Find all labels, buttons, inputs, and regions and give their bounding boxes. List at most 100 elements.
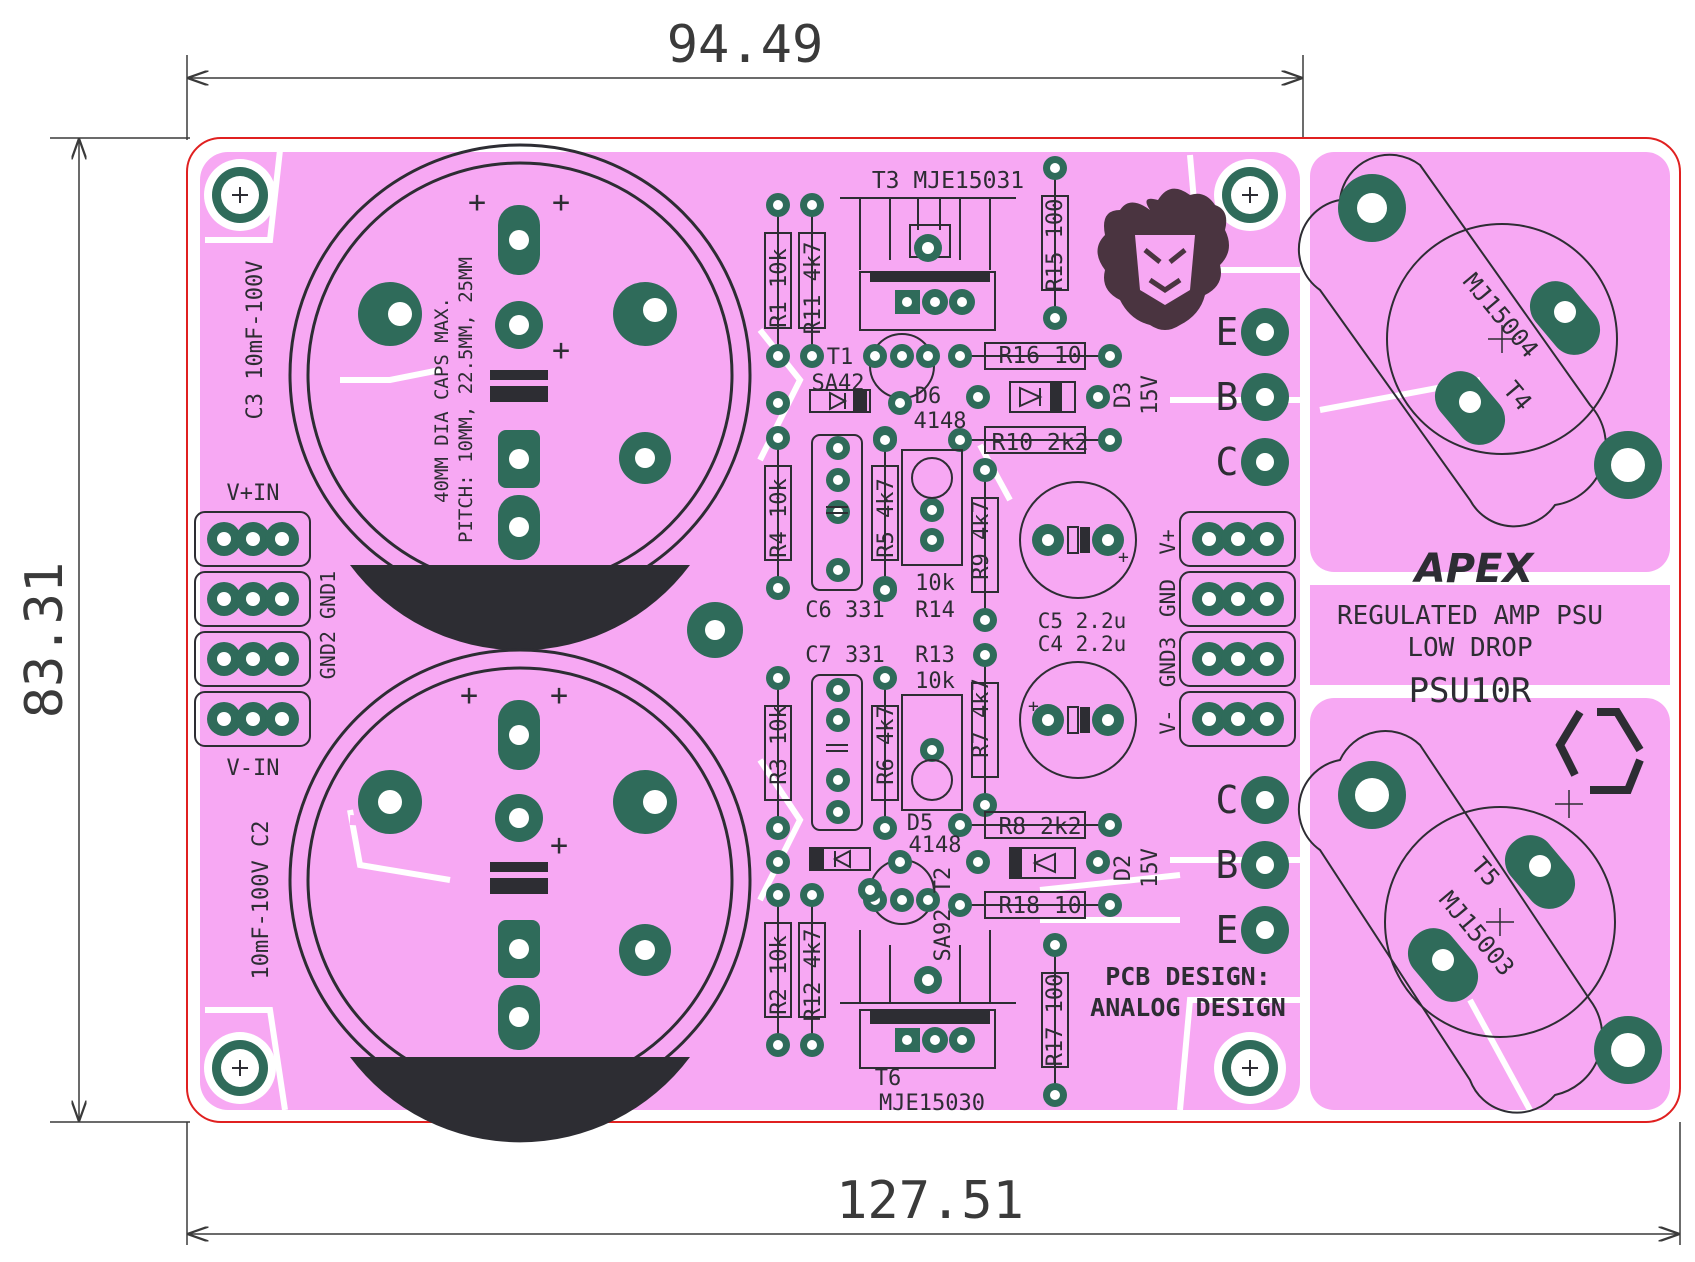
svg-text:+: + xyxy=(550,678,568,713)
resistor-group xyxy=(764,156,1122,1107)
r17-body xyxy=(1041,933,1069,1107)
transistor-t1: T1 SA42 xyxy=(812,333,940,399)
d5-value: 4148 xyxy=(909,833,962,858)
dimension-top-label: 94.49 xyxy=(667,15,824,75)
r18-label: R18 10 xyxy=(998,893,1081,919)
r8-body xyxy=(948,811,1122,839)
c2-label: 10mF-100V C2 xyxy=(249,821,274,980)
credits-line2: ANALOG DESIGN xyxy=(1090,993,1286,1022)
svg-text:+: + xyxy=(550,828,568,863)
r9-label: R9 4k7 xyxy=(969,500,994,579)
pin-top-c: C xyxy=(1216,440,1239,484)
copper-gaps xyxy=(205,149,1672,1112)
cap-note-2: PITCH: 10MM, 22.5MM, 25MM xyxy=(455,257,477,543)
d5-label: D5 xyxy=(907,811,934,836)
capacitor-c3: + + + xyxy=(288,143,752,651)
label-out-vneg: V- xyxy=(1156,709,1180,734)
dimension-left-label: 83.31 xyxy=(15,562,75,719)
r1-label: R1 10k xyxy=(767,248,792,327)
c6-label: C6 331 xyxy=(805,598,884,623)
svg-text:+: + xyxy=(1118,547,1129,568)
r6-label: R6 4k7 xyxy=(874,705,899,784)
r10-label: R10 2k2 xyxy=(992,430,1089,456)
r14-value: 10k xyxy=(915,571,955,596)
capacitor-c2: + + + xyxy=(288,648,752,1143)
brand-logo: APEX xyxy=(1412,546,1536,592)
c4-label: C4 2.2u xyxy=(1038,632,1127,656)
t3-label: T3 MJE15031 xyxy=(872,168,1024,194)
label-out-gnd3: GND3 xyxy=(1156,637,1180,688)
r1-body xyxy=(764,193,792,368)
r9-body xyxy=(971,458,999,632)
svg-text:+: + xyxy=(552,333,570,368)
pin-bottom-c: C xyxy=(1216,778,1239,822)
ebc-pads xyxy=(1241,308,1289,954)
cap-note-1: 40MM DIA CAPS MAX. xyxy=(431,297,453,503)
transistor-t3: T3 MJE15031 xyxy=(840,168,1024,331)
output-connectors xyxy=(1179,511,1296,747)
title-model: PSU10R xyxy=(1409,671,1532,711)
r13-value: 10k xyxy=(915,669,955,694)
capacitor-c7 xyxy=(811,674,863,831)
capacitor-pads xyxy=(358,205,743,1050)
pin-bottom-e: E xyxy=(1216,908,1239,952)
r18-body xyxy=(948,891,1122,919)
d6-value: 4148 xyxy=(914,409,967,434)
mounting-holes xyxy=(204,159,1286,1104)
r15-label: R15 100 xyxy=(1043,199,1068,292)
transistor-t6: T6 MJE15030 xyxy=(840,930,1016,1116)
r2-label: R2 10k xyxy=(767,935,792,1014)
t6-label: T6 xyxy=(875,1066,902,1091)
pin-top-b: B xyxy=(1216,375,1239,419)
r2-body xyxy=(764,883,792,1057)
trimmer-r14 xyxy=(901,449,963,566)
diode-d6 xyxy=(809,389,871,413)
transistor-t2: T2 SA92 xyxy=(863,859,956,962)
dimension-left: 83.31 xyxy=(15,137,190,1123)
r12-label: R12 4k7 xyxy=(801,929,826,1022)
r16-body xyxy=(948,342,1122,370)
input-connectors xyxy=(194,511,311,747)
title-line1: REGULATED AMP PSU xyxy=(1337,601,1603,631)
c7-label: C7 331 xyxy=(805,643,884,668)
r11-label: R11 4k7 xyxy=(801,242,826,335)
svg-text:+: + xyxy=(552,185,570,220)
r8-label: R8 2k2 xyxy=(998,814,1081,840)
copper-traces xyxy=(349,385,771,845)
svg-text:+: + xyxy=(1028,696,1039,717)
label-vin-neg: V-IN xyxy=(227,756,280,781)
diode-d2 xyxy=(1009,847,1076,879)
t1-label: T1 xyxy=(827,345,854,370)
d2-value: 15V xyxy=(1138,848,1163,888)
r7-label: R7 4k7 xyxy=(969,678,994,757)
c3-label: C3 10mF-100V xyxy=(243,261,268,420)
pin-bottom-b: B xyxy=(1216,843,1239,887)
capacitor-c6 xyxy=(811,434,863,591)
d3-label: D3 xyxy=(1111,382,1136,409)
diode-d3 xyxy=(1009,381,1076,413)
r3-label: R3 10k xyxy=(767,705,792,784)
r11-body xyxy=(798,193,826,368)
t2-value: SA92 xyxy=(931,909,956,962)
svg-text:+: + xyxy=(460,678,478,713)
lion-logo xyxy=(1097,188,1229,330)
svg-text:+: + xyxy=(468,185,486,220)
r5-label: R5 4k7 xyxy=(874,478,899,557)
credits-line1: PCB DESIGN: xyxy=(1105,962,1271,991)
t6-value: MJE15030 xyxy=(879,1091,985,1116)
capacitor-c4: + xyxy=(1019,661,1137,779)
capacitor-c5: + xyxy=(1019,481,1137,599)
diode-d5 xyxy=(809,847,871,871)
dimension-top: 94.49 xyxy=(186,15,1304,140)
r16-label: R16 10 xyxy=(998,343,1081,369)
pin-top-e: E xyxy=(1216,310,1239,354)
r12-body xyxy=(798,883,826,1057)
d3-value: 15V xyxy=(1138,375,1163,415)
dimension-bottom: 127.51 xyxy=(186,1122,1681,1245)
recycle-icon xyxy=(1555,708,1644,794)
c5-label: C5 2.2u xyxy=(1038,609,1127,633)
r15-body xyxy=(1041,156,1069,330)
r17-label: R17 100 xyxy=(1043,974,1068,1067)
dimension-bottom-label: 127.51 xyxy=(836,1171,1024,1231)
